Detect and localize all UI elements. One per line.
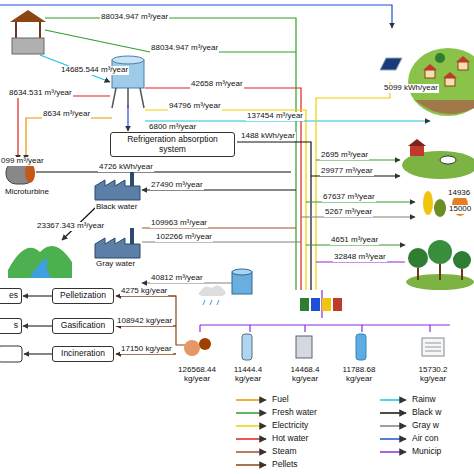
legend-line-sample [380,451,406,453]
legend-text: Electricity [272,421,308,430]
trees-icon [406,240,474,290]
flow-label: Black water [95,203,138,212]
flow-label: 8634.531 m³/year [8,89,73,98]
legend-text: Rainw [412,395,436,404]
flow-label: 94796 m³/year [168,102,222,111]
flow-label: 1488 kWh/year [240,132,296,141]
legend-line-sample [236,399,266,401]
flow-label: 2695 m³/year [320,151,369,160]
legend-line-sample [236,451,266,453]
flow-label: 8634 m³/year [42,110,91,119]
flow-label: 14685.544 m³/year [60,66,129,75]
box-text: Incineration [61,349,105,358]
flow-label: 099 m³/year [0,157,45,166]
legend-line-sample [380,425,406,427]
box-text: es [9,291,18,300]
box-text: Pelletization [60,291,106,300]
flow-label: 5099 kWh/year [383,84,439,93]
process-box: es [0,288,22,304]
legend-line-sample [236,412,266,414]
box-text: Gasification [61,321,105,330]
legend-text: Gray w [412,421,439,430]
flow-label: 126568.44 kg/year [174,366,220,384]
flow-label: 4275 kg/year [120,287,168,296]
flow-label: 6800 m³/year [148,123,197,132]
farm-icon [402,139,474,179]
flow-label: 40812 m³/year [150,274,204,283]
well-icon [10,10,46,54]
flow-label: 14468.4 kg/year [282,366,328,384]
legend-line-sample [380,399,406,401]
factory-icon [95,170,140,258]
recycle-bins-icon [300,298,342,311]
process-box: Refrigeration absorption system [110,132,235,157]
village-icon [408,48,474,116]
flow-label: 137454 m³/year [246,112,304,121]
flow-label: 11788.68 kg/year [336,366,382,384]
box-text: Refrigeration absorption system [114,135,231,154]
flow-label: 67637 m³/year [322,193,376,202]
waste-items-icon [184,334,444,360]
flow-label: 42658 m³/year [190,80,244,89]
flow-label: 108942 kg/year [116,317,173,326]
flow-label: 11444.4 kg/year [225,366,271,384]
legend-text: Municip [412,447,441,456]
water-tower-icon [112,56,144,108]
legend-line-sample [236,438,266,440]
flow-lines [0,5,450,354]
legend-line-sample [236,425,266,427]
rainwater-tank-icon [198,269,252,305]
flow-label: 109963 m³/year [150,219,208,228]
flow-label: Gray water [95,260,136,269]
flow-label: 27490 m³/year [150,181,204,190]
legend-text: Steam [272,447,297,456]
legend-text: Air con [412,434,438,443]
flow-label: 14936 [447,189,471,198]
landscape-icon [8,246,72,278]
flow-label: 88034.947 m³/year [150,44,219,53]
box-text: s [14,321,18,330]
cut-box [0,346,22,362]
process-box: Incineration [52,346,114,362]
legend-text: Fuel [272,395,289,404]
flow-arrow [23,295,52,296]
legend-line-sample [380,412,406,414]
flow-label: 88034.947 m³/year [100,13,169,22]
flow-label: 4651 m³/year [330,236,379,245]
legend-text: Fresh water [272,408,317,417]
process-box: s [0,318,22,334]
legend-line-sample [380,438,406,440]
flow-label: 23367.343 m³/year [36,222,105,231]
process-box: Gasification [52,318,114,334]
flow-label: 15730.2 kg/year [410,366,456,384]
flow-label: Microturbine [4,188,50,197]
flow-label: 32848 m³/year [333,253,387,262]
legend-line-sample [236,464,266,466]
flow-label: 5267 m³/year [324,208,373,217]
legend-text: Black w [412,408,441,417]
process-box: Pelletization [52,288,114,304]
flow-label: 29977 m³/year [320,167,374,176]
flow-arrow [23,325,52,326]
flow-label: 15000 [448,205,472,214]
legend-text: Hot water [272,434,308,443]
solar-panel-icon [380,58,402,70]
flow-label: 102266 m³/year [155,233,213,242]
flow-label: 17150 kg/year [120,345,173,354]
legend-text: Pellets [272,460,298,469]
flow-label: 4726 kWh/year [98,163,154,172]
